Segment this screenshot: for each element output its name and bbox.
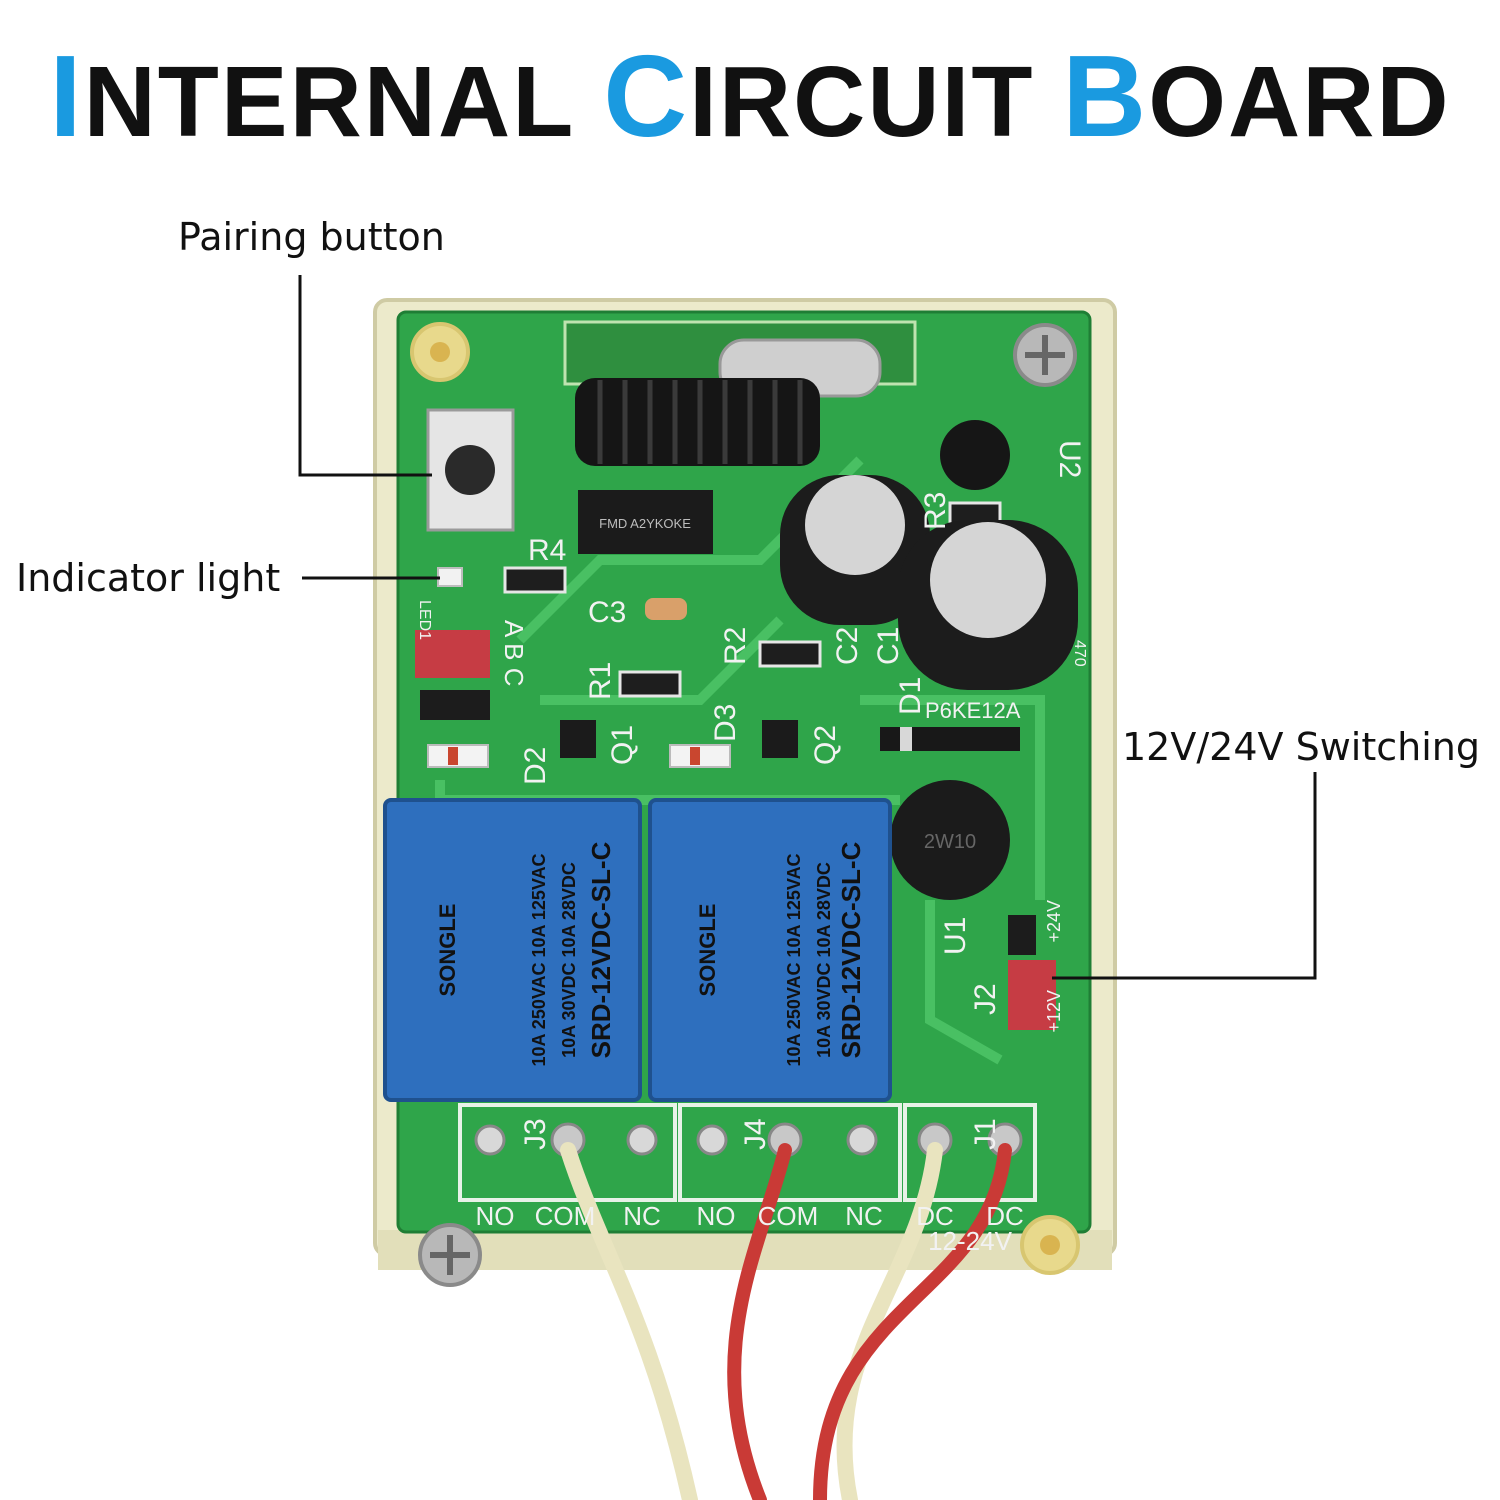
label-j3: J3 bbox=[519, 1118, 552, 1150]
callout-pairing-button: Pairing button bbox=[178, 215, 445, 259]
relay-1-rating-1: 10A 250VAC 10A 125VAC bbox=[529, 853, 549, 1066]
decoder-chip bbox=[578, 490, 713, 554]
wires bbox=[560, 1142, 1012, 1500]
label-u2: U2 bbox=[1053, 440, 1086, 478]
relay-2-rating-2: 10A 30VDC 10A 28VDC bbox=[814, 862, 834, 1058]
terminal-label: NO bbox=[697, 1201, 736, 1231]
title-word-board: BOARD bbox=[1062, 31, 1451, 161]
label-d2: D2 bbox=[519, 747, 552, 785]
label-plus12: +12V bbox=[1044, 990, 1064, 1033]
label-plus24: +24V bbox=[1044, 900, 1064, 943]
terminal-label: DC bbox=[916, 1201, 954, 1231]
terminal-label: COM bbox=[535, 1201, 596, 1231]
terminal-label: DC bbox=[986, 1201, 1024, 1231]
label-r2: R2 bbox=[719, 627, 752, 665]
label-c1: C1 bbox=[872, 627, 905, 665]
terminal-label: NC bbox=[845, 1201, 883, 1231]
callout-indicator-light: Indicator light bbox=[16, 556, 281, 600]
abc-jumper[interactable] bbox=[415, 630, 490, 720]
relay-2-rating-1: 10A 250VAC 10A 125VAC bbox=[784, 853, 804, 1066]
label-u1: U1 bbox=[939, 917, 972, 955]
label-d1: D1 bbox=[894, 677, 927, 715]
voltage-jumper-j2[interactable] bbox=[1008, 915, 1056, 1030]
label-d3: D3 bbox=[709, 704, 742, 742]
label-r4: R4 bbox=[528, 534, 566, 567]
antenna-coil bbox=[575, 378, 820, 466]
label-led: LED1 bbox=[416, 600, 433, 640]
smd-transistors bbox=[560, 720, 798, 758]
screws bbox=[418, 323, 1077, 1287]
label-jumper-abc: A B C bbox=[499, 620, 529, 686]
relay-2-brand: SONGLE bbox=[695, 904, 720, 997]
relay-2-model: SRD-12VDC-SL-C bbox=[836, 841, 866, 1058]
label-cap-470: 470 bbox=[1071, 640, 1088, 667]
label-j1: J1 bbox=[969, 1118, 1002, 1150]
diodes bbox=[427, 727, 1020, 768]
relay-1-rating-2: 10A 30VDC 10A 28VDC bbox=[559, 862, 579, 1058]
indicator-led bbox=[437, 567, 463, 587]
label-q1: Q1 bbox=[606, 725, 639, 765]
terminal-label: NO bbox=[476, 1201, 515, 1231]
chip-label: FMD A2YKOKE bbox=[599, 516, 691, 531]
label-j4: J4 bbox=[739, 1118, 772, 1150]
bridge-rectifier bbox=[890, 780, 1010, 900]
label-j2: J2 bbox=[969, 983, 1002, 1015]
smd-resistors bbox=[503, 501, 1002, 698]
label-p6ke: P6KE12A bbox=[925, 698, 1021, 723]
mounting-holes bbox=[410, 322, 1080, 1275]
label-r3: R3 bbox=[919, 492, 952, 530]
callout-voltage-switching: 12V/24V Switching bbox=[1122, 725, 1480, 769]
terminal-pads bbox=[474, 1122, 1023, 1158]
terminal-label: COM bbox=[758, 1201, 819, 1231]
terminal-outlines bbox=[458, 1103, 1037, 1202]
title-word-circuit: CIRCUIT bbox=[603, 31, 1035, 161]
title-word-internal: INTERNAL bbox=[49, 31, 576, 161]
relay-1 bbox=[383, 798, 642, 1102]
pairing-button[interactable] bbox=[426, 408, 515, 532]
label-c3: C3 bbox=[588, 596, 626, 629]
callout-lines bbox=[298, 275, 1317, 980]
terminal-label: NC bbox=[623, 1201, 661, 1231]
relay-2 bbox=[648, 798, 892, 1102]
capacitor-c3 bbox=[645, 598, 687, 620]
relay-1-brand: SONGLE bbox=[435, 904, 460, 997]
label-c2: C2 bbox=[831, 627, 864, 665]
regulator-u2 bbox=[940, 420, 1010, 490]
rectifier-label: 2W10 bbox=[924, 831, 976, 853]
electrolytic-capacitors bbox=[780, 475, 1078, 690]
label-r1: R1 bbox=[584, 662, 617, 700]
relay-1-model: SRD-12VDC-SL-C bbox=[586, 841, 616, 1058]
power-label: 12-24V bbox=[928, 1226, 1012, 1256]
label-q2: Q2 bbox=[809, 725, 842, 765]
